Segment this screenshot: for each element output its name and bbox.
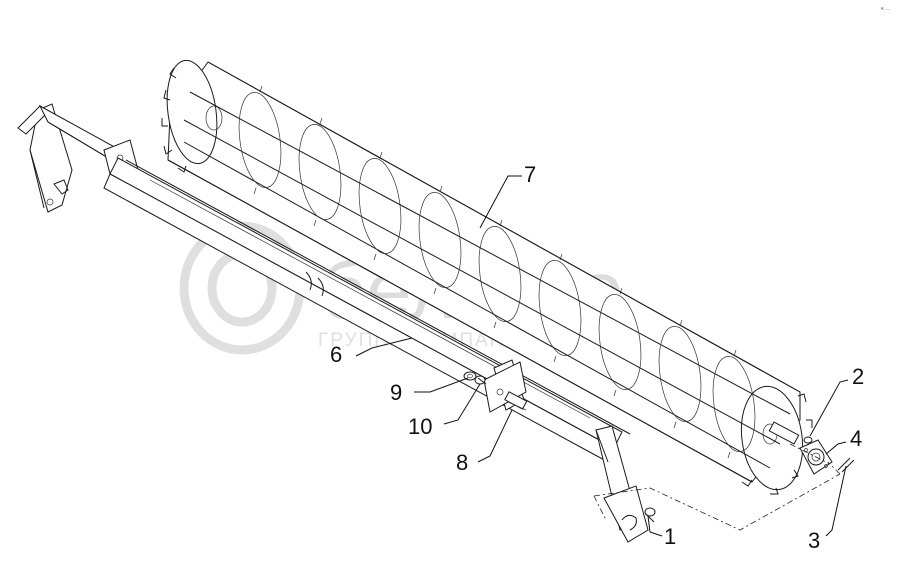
frame-beam	[17, 103, 649, 543]
assembly-dash-lines	[593, 443, 841, 531]
axle-part-8	[504, 391, 528, 411]
callout-1: 1	[664, 524, 676, 549]
callout-7: 7	[524, 162, 536, 187]
callout-4: 4	[850, 426, 862, 451]
roller-drum-part-7	[161, 59, 813, 495]
drum-rings	[238, 92, 756, 452]
callout-2: 2	[852, 364, 864, 389]
corner-mark: к ...	[881, 6, 891, 12]
bolt-part-1	[644, 507, 656, 523]
callout-labels: 7 6 9 10 8 1 2 4 3	[330, 162, 864, 553]
pin-part-3	[837, 457, 855, 473]
callout-9: 9	[390, 380, 402, 405]
callout-10: 10	[408, 414, 432, 439]
callout-8: 8	[456, 450, 468, 475]
leader-lines	[355, 175, 849, 537]
callout-6: 6	[330, 342, 342, 367]
nut-part-2	[803, 436, 813, 444]
callout-3: 3	[808, 528, 820, 553]
